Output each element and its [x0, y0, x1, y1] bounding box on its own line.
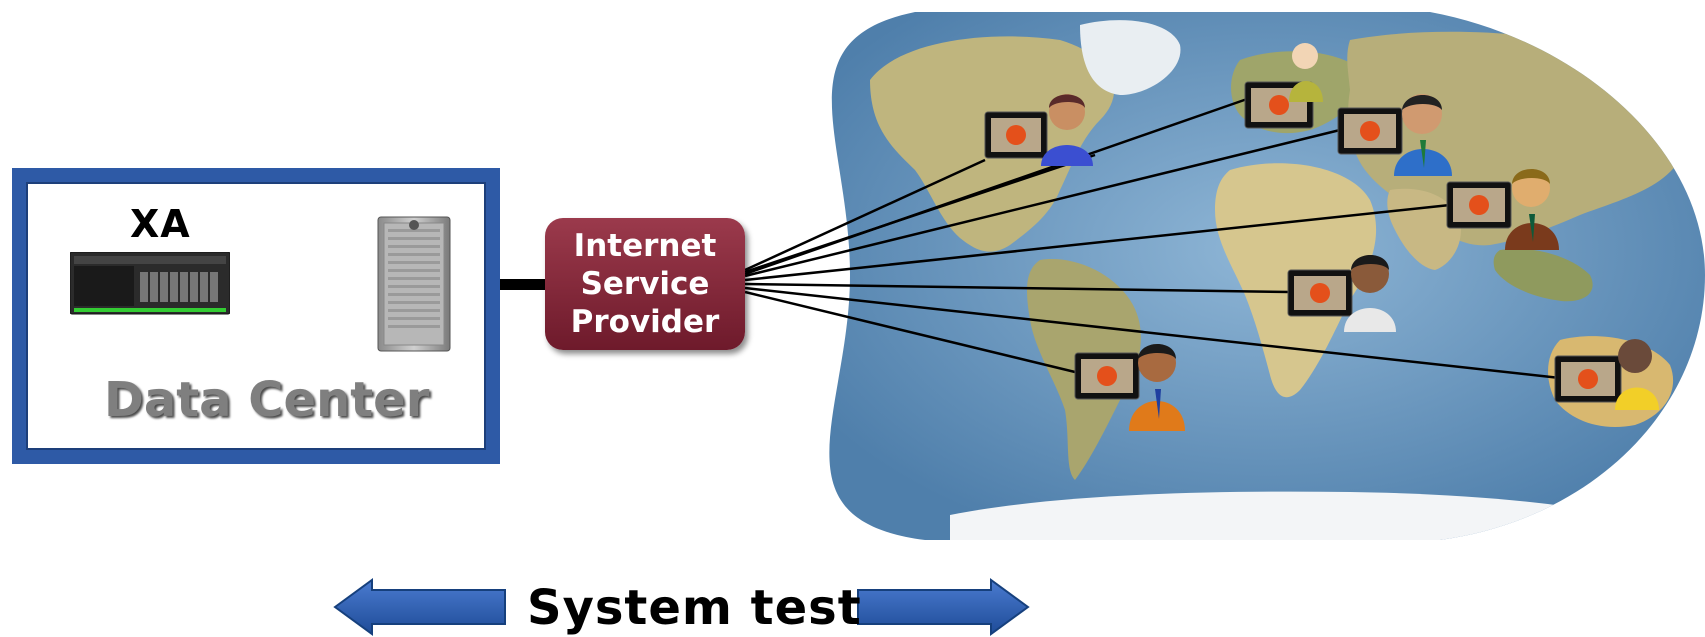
land-antarctica — [950, 491, 1640, 540]
link-user-europe — [744, 128, 1341, 278]
user-africa — [1287, 255, 1396, 332]
isp-box: Internet Service Provider — [545, 218, 745, 350]
person-body-icon — [1505, 223, 1559, 250]
isp-label-line1: Internet — [573, 228, 717, 264]
link-user-africa — [744, 282, 1291, 294]
user-north-america — [984, 94, 1093, 166]
isp-label-line3: Provider — [570, 304, 720, 340]
link-user-europe-north — [744, 96, 1251, 276]
person-body-icon — [1344, 308, 1396, 332]
user-south-america — [1074, 344, 1185, 431]
link-user-north-america — [744, 158, 986, 272]
person-head-icon — [1292, 43, 1318, 69]
link-user-asia — [744, 203, 1451, 282]
left-arrow-icon — [333, 578, 506, 636]
person-body-icon — [1041, 145, 1093, 166]
land-southeast-asia — [1493, 248, 1593, 302]
link-user-australia — [744, 286, 1561, 380]
tower-server-icon — [377, 216, 451, 352]
server-label: XA — [130, 202, 191, 246]
person-body-icon — [1289, 81, 1323, 102]
datacenter-label: Data Center — [104, 372, 430, 428]
link-user-south-america — [744, 290, 1076, 374]
user-europe-north — [1244, 43, 1323, 129]
user-australia — [1554, 339, 1659, 410]
isp-label-line2: Service — [580, 266, 710, 302]
land-greenland — [1080, 20, 1181, 95]
footer-label: System test — [527, 580, 862, 636]
person-body-icon — [1615, 387, 1659, 410]
person-head-icon — [1618, 339, 1652, 373]
user-asia — [1446, 169, 1559, 250]
person-body-icon — [1129, 401, 1185, 431]
user-europe — [1337, 94, 1452, 176]
rack-server-icon — [70, 252, 230, 315]
person-body-icon — [1394, 149, 1452, 176]
right-arrow-icon — [857, 578, 1030, 636]
connection-lines — [744, 96, 1561, 380]
